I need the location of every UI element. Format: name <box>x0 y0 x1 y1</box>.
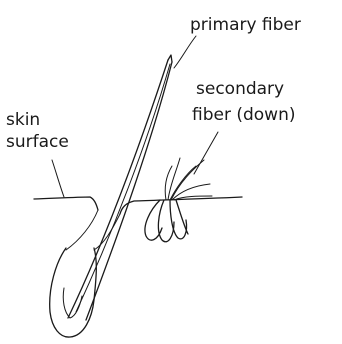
follicle-wall-left <box>66 210 98 250</box>
label-secondary-fiber-line1: secondary <box>196 79 284 99</box>
label-skin-surface-line2: surface <box>6 132 69 152</box>
leader-primary-fiber <box>174 36 196 68</box>
follicle-bulb <box>50 248 97 337</box>
label-skin-surface-line1: skin <box>6 110 40 130</box>
skin-surface-line-right <box>120 197 242 214</box>
primary-fiber-tip <box>168 55 172 62</box>
label-secondary-fiber-line2: fiber (down) <box>192 105 296 125</box>
skin-surface-line-left <box>34 197 98 210</box>
leader-secondary-fiber <box>194 132 218 174</box>
down-pocket-4 <box>176 200 188 234</box>
primary-fiber-shaft-outer-left <box>68 60 168 318</box>
label-primary-fiber: primary fiber <box>190 15 301 35</box>
leader-skin-surface <box>52 160 64 197</box>
